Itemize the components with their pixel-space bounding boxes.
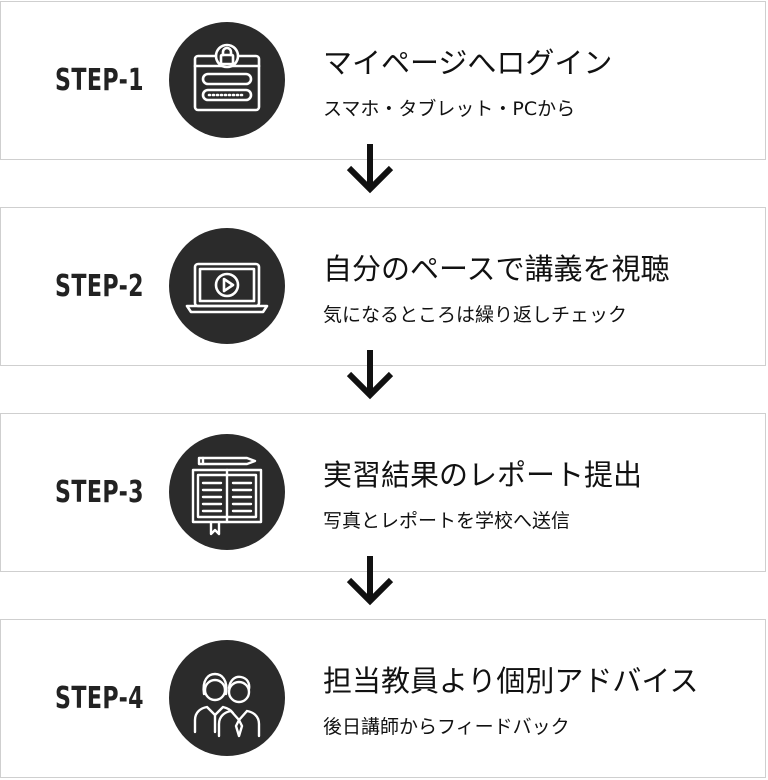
step-label: STEP-1 [55,63,144,98]
step-label: STEP-3 [55,475,144,510]
step-label: STEP-2 [55,269,144,304]
step-subtitle: 写真とレポートを学校へ送信 [323,510,571,532]
teachers-icon [169,640,285,756]
down-arrow-icon [346,144,394,194]
step-title: 実習結果のレポート提出 [323,458,643,492]
step-label: STEP-4 [55,681,144,716]
step-title: マイページへログイン [323,46,613,80]
step-title: 担当教員より個別アドバイス [323,664,699,698]
step-card-2: STEP-2 自分のペースで講義を視聴 気になるところは繰り返しチェック [0,207,766,366]
notebook-icon [169,434,285,550]
step-subtitle: 気になるところは繰り返しチェック [323,304,628,326]
down-arrow-icon [346,350,394,400]
step-subtitle: スマホ・タブレット・PCから [323,98,576,120]
step-subtitle: 後日講師からフィードバック [323,716,570,738]
step-card-3: STEP-3 実習結果のレポート提出 写真とレポートを学校へ送信 [0,413,766,572]
step-card-1: STEP-1 マイページへログイン スマホ・タブレット・PCから [0,1,766,160]
video-lecture-icon [169,228,285,344]
step-card-4: STEP-4 担当教員より個別アドバイス 後日講師からフィードバック [0,619,766,778]
login-icon [169,22,285,138]
down-arrow-icon [346,556,394,606]
step-title: 自分のペースで講義を視聴 [323,252,670,286]
